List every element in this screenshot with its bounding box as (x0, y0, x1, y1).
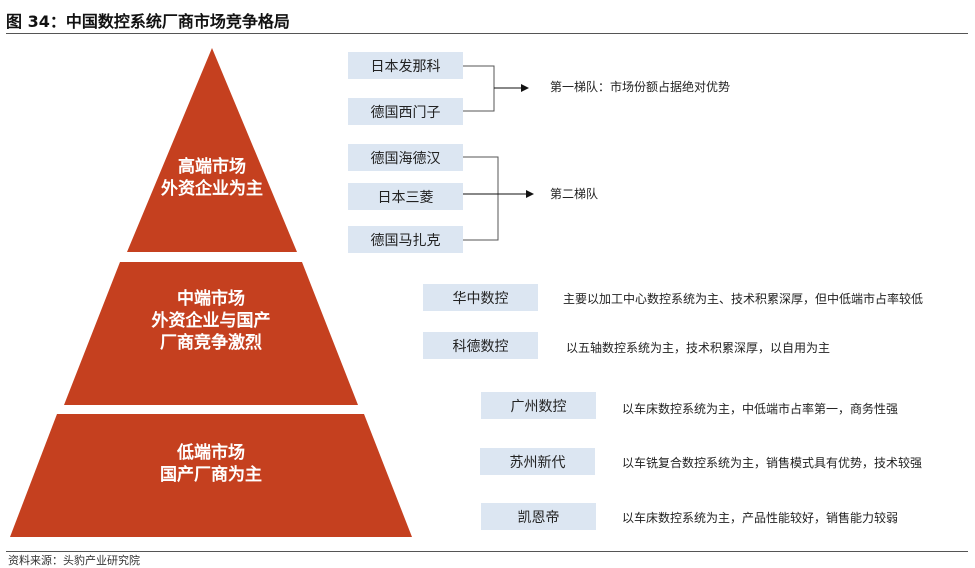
footer-divider (6, 551, 968, 552)
pyramid-bottom (10, 414, 412, 537)
pyramid-middle-label: 中端市场 外资企业与国产 厂商竞争激烈 (111, 288, 311, 354)
tier1-label: 第一梯队：市场份额占据绝对优势 (550, 80, 731, 94)
company-box-syntec: 苏州新代 (480, 448, 595, 475)
source-note: 资料来源：头豹产业研究院 (8, 554, 140, 567)
pyramid-middle-line3: 厂商竞争激烈 (160, 333, 262, 353)
tier1-bracket (463, 65, 495, 112)
pyramid-bottom-line2: 国产厂商为主 (160, 465, 262, 485)
company-desc-gsk: 以车床数控系统为主，中低端市占率第一，商务性强 (622, 402, 899, 416)
company-box-mazak: 德国马扎克 (348, 226, 463, 253)
tier2-bracket (463, 156, 499, 241)
company-box-knd: 凯恩帝 (481, 503, 596, 530)
pyramid-bottom-line1: 低端市场 (177, 443, 245, 463)
company-desc-huazhong: 主要以加工中心数控系统为主、技术积累深厚，但中低端市占率较低 (563, 292, 924, 306)
company-box-heidenhain: 德国海德汉 (348, 144, 463, 171)
pyramid-top-label: 高端市场 外资企业为主 (112, 156, 312, 200)
company-box-gsk: 广州数控 (481, 392, 596, 419)
company-box-kede: 科德数控 (423, 332, 538, 359)
pyramid-top (127, 48, 297, 252)
company-box-fanuc: 日本发那科 (348, 52, 463, 79)
company-box-siemens: 德国西门子 (348, 98, 463, 125)
pyramid-middle (64, 262, 358, 405)
title-divider (6, 33, 968, 34)
company-box-mitsubishi: 日本三菱 (348, 183, 463, 210)
pyramid-top-line1: 高端市场 (178, 157, 246, 177)
pyramid-bottom-label: 低端市场 国产厂商为主 (111, 442, 311, 486)
company-desc-knd: 以车床数控系统为主，产品性能较好，销售能力较弱 (622, 511, 899, 525)
pyramid-top-line2: 外资企业为主 (161, 179, 263, 199)
tier2-label: 第二梯队 (550, 187, 599, 201)
pyramid-middle-line2: 外资企业与国产 (151, 311, 271, 331)
pyramid-middle-line1: 中端市场 (177, 289, 245, 309)
figure-title: 图 34：中国数控系统厂商市场竞争格局 (6, 12, 290, 31)
company-desc-kede: 以五轴数控系统为主，技术积累深厚，以自用为主 (566, 341, 831, 355)
company-box-huazhong: 华中数控 (423, 284, 538, 311)
company-desc-syntec: 以车铣复合数控系统为主，销售模式具有优势，技术较强 (622, 456, 923, 470)
